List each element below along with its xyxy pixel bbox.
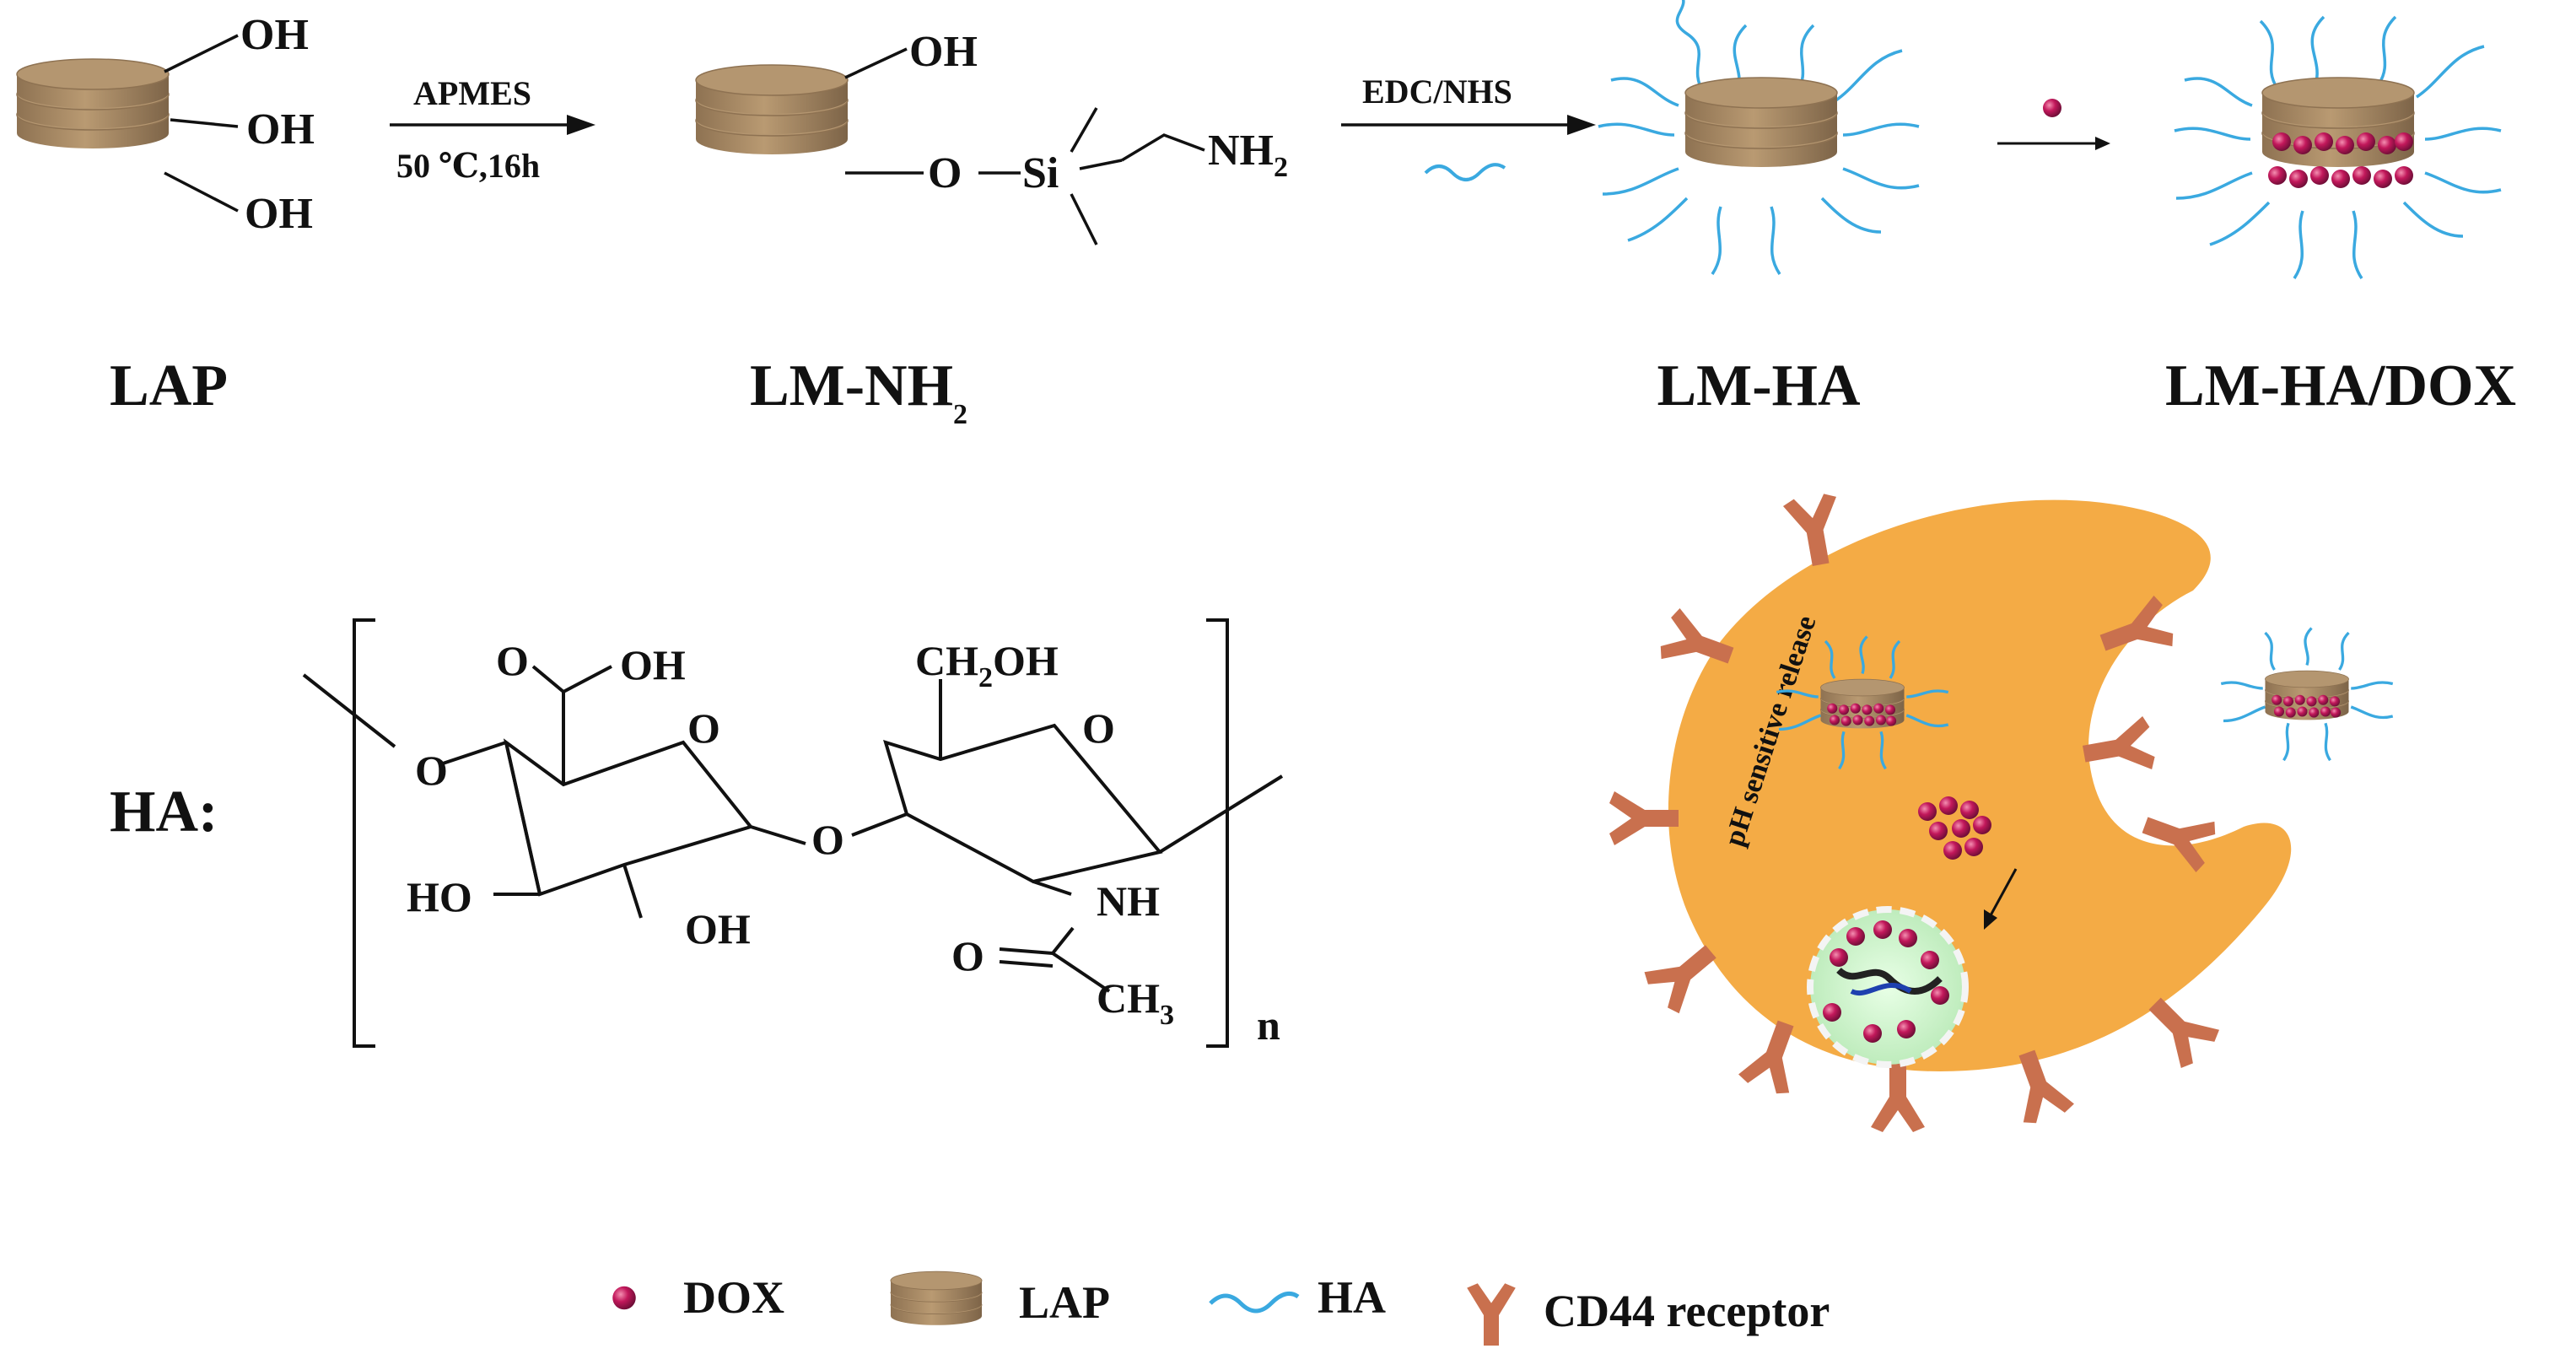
amine-label: NH2	[1208, 127, 1288, 183]
oh-label-1: OH	[240, 11, 309, 59]
atom-o-glycosidic: O	[811, 816, 844, 863]
label-lm-ha-dox: LM-HA/DOX	[2165, 353, 2516, 418]
atom-oh-carboxyl: OH	[620, 641, 686, 688]
label-lm-nh2: LM-NH2	[750, 353, 967, 430]
external-particle	[2220, 627, 2394, 762]
dox-particle-icon	[612, 1286, 636, 1310]
internalized-particle	[1776, 635, 1949, 770]
legend-label-dox: DOX	[683, 1272, 784, 1323]
atom-o-ring2: O	[1082, 704, 1115, 752]
lm-ha-dox-particle	[2174, 15, 2502, 279]
loading-arrow	[1997, 137, 2110, 150]
atom-ho: HO	[407, 873, 472, 920]
atom-ch2oh: CH2OH	[915, 637, 1059, 693]
atom-o-acetyl: O	[951, 932, 984, 979]
legend-label-ha: HA	[1318, 1272, 1386, 1323]
atom-oh-bottom: OH	[685, 905, 751, 952]
silicon-label: Si	[1022, 149, 1059, 197]
atom-nh: NH	[1097, 877, 1160, 925]
oh-label-3: OH	[245, 190, 313, 238]
lap-stack-icon	[17, 59, 169, 148]
reaction-arrow-1	[390, 115, 595, 135]
atom-o-ring1: O	[687, 704, 720, 752]
ether-o: O	[928, 149, 962, 197]
lm-ha-particle	[1598, 0, 1920, 275]
dox-particle-icon	[2043, 99, 2061, 117]
ha-structure-label: HA:	[110, 779, 218, 844]
ha-structure-atoms: O O OH O HO OH O CH2OH O NH O CH3 n	[407, 637, 1280, 1049]
repeat-unit-n: n	[1257, 1001, 1280, 1049]
ha-structure-drawing	[302, 618, 1284, 1048]
ha-chain-icon	[1209, 1291, 1300, 1314]
cell-nucleus	[1807, 906, 1969, 1068]
reagent-edc-nhs: EDC/NHS	[1362, 73, 1512, 111]
legend-item-ha: HA	[1209, 1272, 1386, 1323]
legend-item-cd44: CD44 receptor	[1467, 1283, 1830, 1346]
label-lap: LAP	[110, 353, 228, 418]
label-lm-ha: LM-HA	[1657, 353, 1861, 418]
lap-stack-icon	[891, 1271, 982, 1325]
release-arrow	[1984, 868, 2018, 930]
atom-o-carbonyl: O	[496, 637, 529, 684]
ha-chain-icon	[1424, 163, 1506, 181]
oh-label: OH	[909, 28, 978, 76]
atom-ch3: CH3	[1097, 974, 1174, 1031]
legend-label-lap: LAP	[1019, 1277, 1110, 1328]
aminosilane-bonds	[844, 47, 1205, 245]
condition-temp-time: 50 ℃,16h	[396, 147, 540, 185]
legend-item-lap: LAP	[891, 1271, 1110, 1328]
tumor-cell: pH sensitive release	[1609, 491, 2292, 1132]
legend-item-dox: DOX	[612, 1272, 784, 1323]
cell-body	[1668, 499, 2292, 1071]
atom-o-left: O	[415, 747, 448, 794]
oh-label-2: OH	[246, 105, 315, 154]
cd44-receptor-icon	[1467, 1283, 1516, 1346]
lap-stack-icon	[696, 65, 848, 154]
lap-hydroxyl-bonds	[164, 34, 239, 213]
reagent-apmes: APMES	[413, 74, 531, 112]
legend: DOX LAP HA CD44 receptor	[612, 1271, 1830, 1346]
reaction-arrow-2	[1341, 115, 1596, 135]
legend-label-cd44: CD44 receptor	[1544, 1286, 1830, 1336]
